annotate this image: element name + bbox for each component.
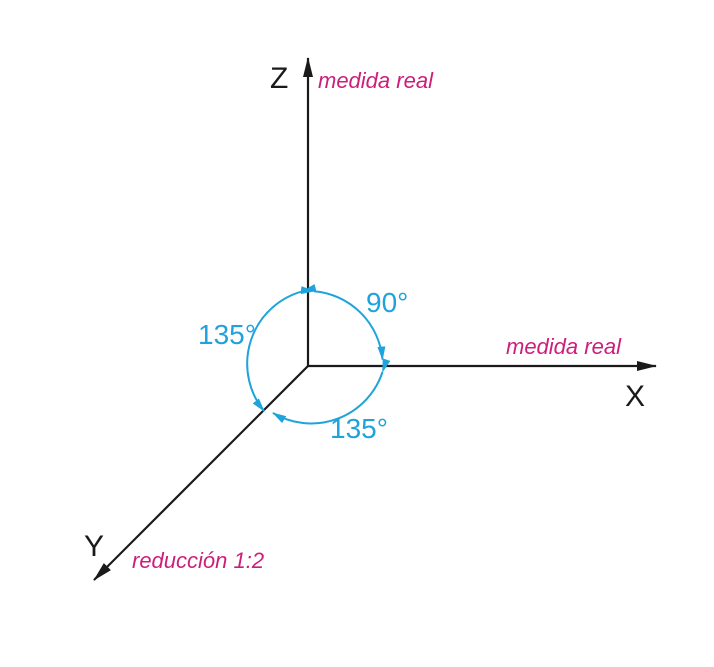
y-scale-note: reducción 1:2: [132, 548, 264, 573]
angle-arc-zy: [246, 283, 317, 412]
angle-arc-xy: [272, 358, 391, 425]
y-axis-label: Y: [84, 530, 104, 563]
angle-label-zy: 135°: [198, 319, 256, 350]
z-axis-label: Z: [270, 62, 288, 95]
x-scale-note: medida real: [506, 334, 622, 359]
angle-arc-zx: [300, 286, 386, 361]
z-scale-note: medida real: [318, 68, 434, 93]
angle-label-zx: 90°: [366, 287, 408, 318]
x-axis-label: X: [625, 380, 645, 413]
angle-label-xy: 135°: [330, 413, 388, 444]
